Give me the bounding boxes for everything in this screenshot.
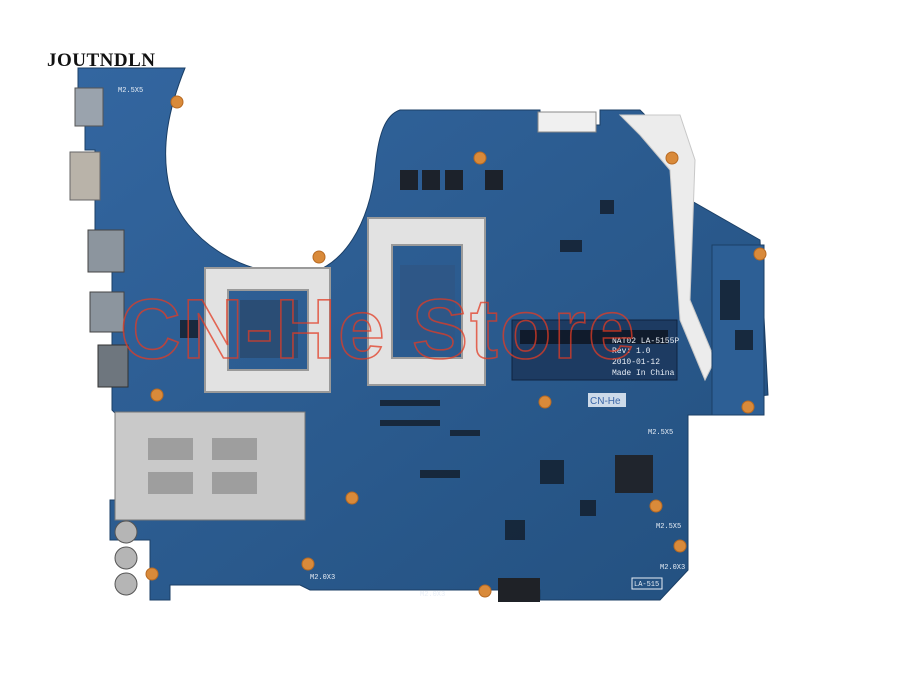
screw-pads	[145, 95, 767, 598]
express-card-window-2	[212, 438, 257, 460]
board-rev-label: Rev: 1.0	[612, 347, 651, 356]
board-date-label: 2010-01-12	[612, 358, 660, 367]
board-origin-label: Made In China	[612, 369, 675, 378]
screw-label-3: M2.5X5	[656, 523, 681, 531]
cpu-socket-area	[400, 265, 455, 340]
store-watermark: CN-He Store	[120, 282, 637, 376]
battery-connector	[537, 111, 597, 133]
gpu-chip	[240, 300, 298, 358]
express-card-window-4	[212, 472, 257, 494]
mosfet-row	[400, 170, 503, 190]
audio-jack-3	[114, 572, 138, 596]
vga-port	[69, 151, 101, 201]
brand-logo-text: JOUTNDLN	[47, 50, 156, 71]
ec-chip	[615, 455, 653, 493]
gpu-bracket	[204, 267, 331, 393]
express-card-window-1	[148, 438, 193, 460]
bios-chip	[498, 578, 540, 602]
board-ref-label: LA-515	[634, 581, 659, 589]
hdmi-port	[74, 87, 104, 127]
express-card-slot	[114, 411, 306, 521]
board-model-label: NAT02 LA-5155P	[612, 337, 679, 346]
watermark-tag: CN-He	[590, 396, 621, 407]
screw-label-5: M2.0X3	[420, 591, 445, 599]
screw-label-1: M2.5X5	[118, 87, 143, 95]
smd-components	[180, 200, 753, 540]
dimm-slot	[520, 330, 668, 344]
screw-label-6: M2.0X3	[660, 564, 685, 572]
usb-port-3	[97, 344, 129, 388]
watermark-tag-box	[588, 393, 626, 407]
audio-jack-2	[114, 546, 138, 570]
audio-jack-1	[114, 520, 138, 544]
screw-label-4: M2.0X3	[310, 574, 335, 582]
usb-port-2	[89, 291, 125, 333]
screw-label-2: M2.5X5	[648, 429, 673, 437]
cpu-bracket	[367, 217, 486, 386]
express-card-window-3	[148, 472, 193, 494]
board-ref-box	[631, 577, 663, 590]
usb-port-1	[87, 229, 125, 273]
ribbon-cable	[618, 114, 716, 382]
